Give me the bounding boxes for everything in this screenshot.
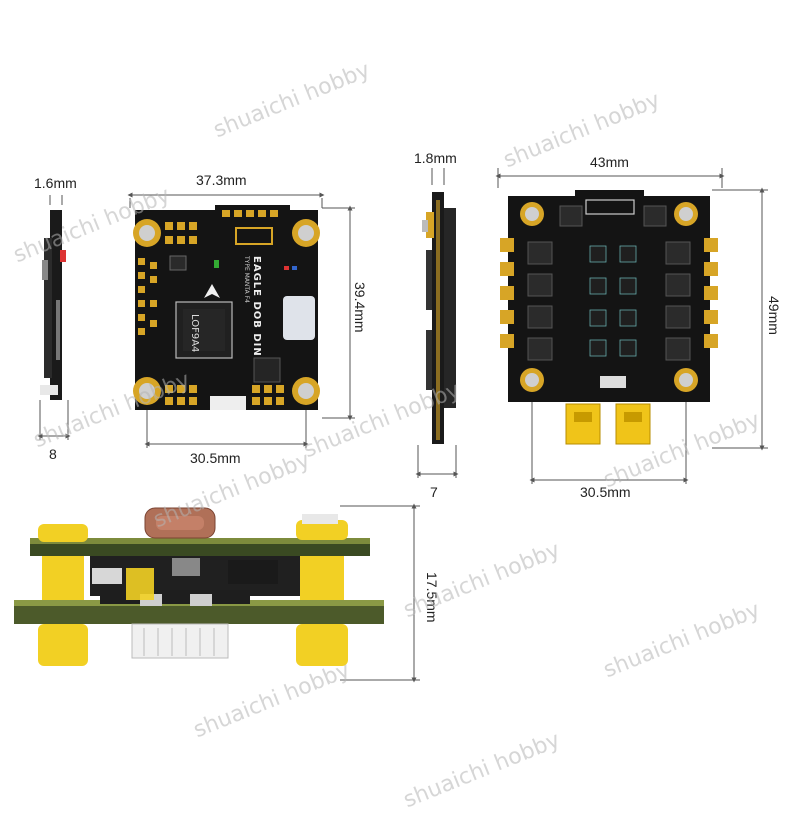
esc-side-view [415,168,459,478]
fc-board-name: EAGLE DOB DIN [251,256,262,357]
fc-height-label: 39.4mm [352,282,368,333]
fc-top-view [127,192,355,448]
fc-mounting-hole [133,377,161,405]
standoff [296,520,348,666]
fc-board-subname: TYPE MANTA F4 [243,256,250,303]
esc-thickness-label: 1.8mm [414,150,457,166]
esc-height-label: 49mm [766,296,782,335]
fc-mounting-hole [292,377,320,405]
esc-side-height-label: 7 [430,484,438,500]
fc-mounting-hole [292,219,320,247]
fc-mounting-hole [133,219,161,247]
stack-height-label: 17.5mm [424,572,440,623]
fc-chip-label: LOF9A4 [189,314,200,353]
esc-width-label: 43mm [590,154,629,170]
fc-side-view [37,195,71,440]
esc-top-view [495,168,768,484]
standoff [38,524,88,666]
esc-power-connector [615,403,651,445]
esc-mounting-hole [520,368,544,392]
esc-mounting-hole [520,202,544,226]
fc-width-label: 37.3mm [196,172,247,188]
fc-mount-label: 30.5mm [190,450,241,466]
fc-side-height-label: 8 [49,446,57,462]
esc-power-connector [565,403,601,445]
fc-thickness-label: 1.6mm [34,175,77,191]
esc-mount-label: 30.5mm [580,484,631,500]
esc-mounting-hole [674,368,698,392]
stack-side-view [14,503,420,683]
esc-mounting-hole [674,202,698,226]
